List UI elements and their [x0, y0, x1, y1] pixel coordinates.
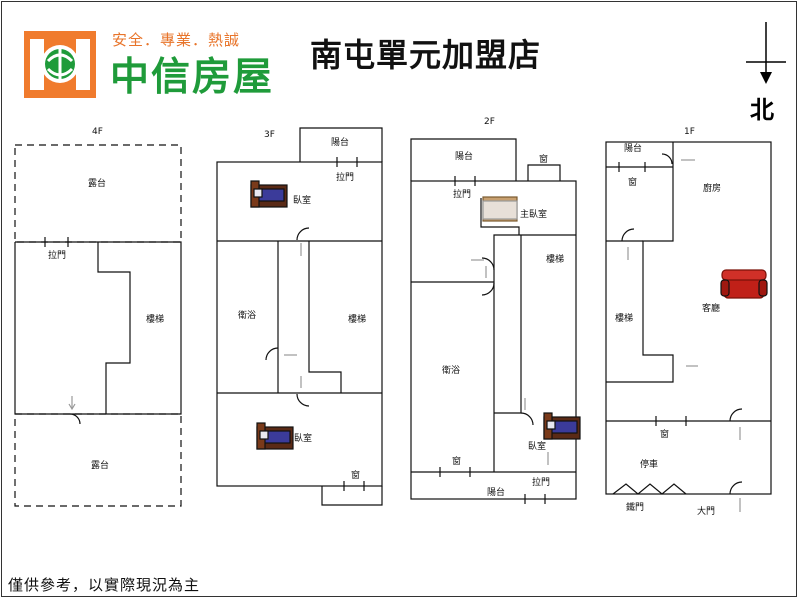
floor-label-4f: 4F [92, 127, 103, 137]
room-bedroom: 臥室 [293, 194, 311, 206]
room-window: 窗 [452, 455, 461, 467]
floor-3f: 3F 陽台 拉門 臥室 衛浴 樓梯 臥室 窗 [216, 127, 383, 506]
room-bedroom: 臥室 [294, 432, 312, 444]
room-sliding-door: 拉門 [532, 476, 550, 488]
room-terrace: 露台 [88, 177, 106, 189]
sofa-icon [720, 269, 768, 299]
room-balcony: 陽台 [331, 136, 349, 148]
label-iron-gate: 鐵門 [626, 501, 644, 513]
room-sliding-door: 拉門 [336, 171, 354, 183]
brand-name: 中信房屋 [110, 55, 275, 100]
disclaimer: 僅供參考，以實際現況為主 [8, 576, 201, 594]
floor-1f: 1F 陽台 窗 廚房 [605, 127, 772, 517]
room-bathroom: 衛浴 [442, 364, 460, 376]
room-balcony: 陽台 [455, 150, 473, 162]
room-living-room: 客廳 [702, 302, 720, 314]
floor-label-2f: 2F [484, 117, 495, 127]
bed-icon [543, 412, 581, 440]
room-window: 窗 [351, 469, 360, 481]
room-bathroom: 衛浴 [238, 309, 256, 321]
floor-2f: 2F 陽台 窗 拉門 [410, 117, 581, 504]
floor-label-3f: 3F [264, 130, 275, 140]
room-bedroom: 臥室 [528, 440, 546, 452]
floor-4f: 4F 露台 拉門 樓梯 露台 [14, 127, 182, 507]
store-title: 南屯單元加盟店 [310, 36, 542, 74]
floor-label-1f: 1F [684, 127, 695, 137]
room-balcony: 陽台 [624, 142, 642, 154]
room-stairs: 樓梯 [146, 313, 164, 325]
room-kitchen: 廚房 [703, 182, 721, 194]
room-window: 窗 [628, 176, 637, 188]
room-stairs: 樓梯 [546, 253, 564, 265]
room-balcony: 陽台 [487, 486, 505, 498]
room-window: 窗 [660, 428, 669, 440]
room-sliding-door: 拉門 [453, 188, 471, 200]
brand-tagline: 安全．專業．熱誠 [112, 31, 241, 49]
room-garage: 停車 [640, 458, 658, 470]
bed-icon [250, 180, 288, 208]
room-stairs: 樓梯 [348, 313, 366, 325]
room-stairs: 樓梯 [615, 312, 633, 324]
bed-icon [482, 196, 518, 222]
label-main-door: 大門 [697, 505, 715, 517]
north-arrow-icon [746, 22, 786, 84]
room-terrace: 露台 [91, 459, 109, 471]
room-window: 窗 [539, 153, 548, 165]
north-label: 北 [750, 96, 774, 124]
bed-icon [256, 422, 294, 450]
company-logo-icon [24, 31, 96, 98]
room-master-bedroom: 主臥室 [520, 208, 547, 220]
room-sliding-door: 拉門 [48, 249, 66, 261]
